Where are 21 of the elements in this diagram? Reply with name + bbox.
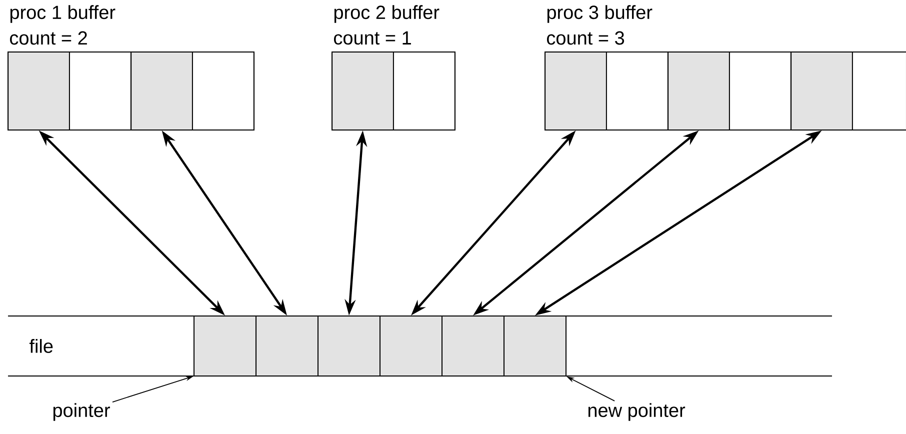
buffer-heading: proc 1 buffer	[10, 5, 116, 23]
cell	[256, 316, 318, 376]
cell	[318, 316, 380, 376]
cell	[442, 316, 504, 376]
cell	[504, 316, 566, 376]
cell	[380, 316, 442, 376]
band-label: file	[29, 339, 53, 353]
cell	[544, 52, 608, 130]
cell	[852, 52, 906, 130]
buffer-heading: count = 1	[334, 31, 411, 45]
buffer-heading: count = 3	[547, 31, 624, 45]
cell	[668, 52, 730, 130]
cell	[606, 52, 668, 130]
cell	[790, 52, 854, 130]
buffer-heading: proc 3 buffer	[547, 5, 652, 23]
pointer-label: pointer	[53, 403, 110, 421]
cell	[728, 52, 792, 130]
pointer-label: new pointer	[588, 403, 686, 421]
buffer-heading: count = 2	[10, 31, 87, 45]
buffer-heading: proc 2 buffer	[334, 5, 440, 23]
cell	[194, 316, 256, 376]
